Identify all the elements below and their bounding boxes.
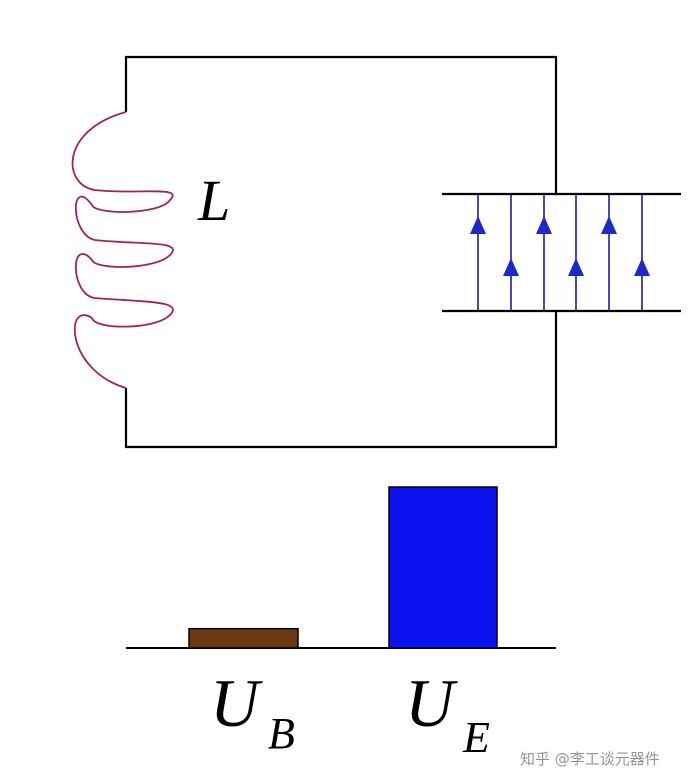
- energy-bars: [126, 486, 556, 649]
- electric-energy-label: U E: [405, 665, 490, 762]
- magnetic-energy-subscript: B: [268, 709, 295, 758]
- electric-energy-subscript: E: [462, 713, 490, 762]
- up-arrow-icon: [503, 258, 519, 276]
- up-arrow-icon: [470, 216, 486, 234]
- inductor-label: L: [197, 168, 230, 233]
- field-arrows: [470, 216, 650, 276]
- circuit-wire: [124, 55, 558, 449]
- electric-field-lines: [477, 195, 643, 310]
- magnetic-energy-label: U B: [210, 665, 295, 758]
- electric-energy-bar: [388, 486, 498, 649]
- up-arrow-icon: [634, 258, 650, 276]
- electric-energy-symbol: U: [405, 665, 458, 741]
- magnetic-energy-symbol: U: [210, 665, 263, 741]
- magnetic-energy-bar: [188, 627, 299, 649]
- inductor-coil: [71, 111, 174, 389]
- watermark: 知乎 @李工谈元器件: [520, 750, 660, 768]
- capacitor: [442, 192, 681, 313]
- up-arrow-icon: [568, 258, 584, 276]
- up-arrow-icon: [536, 216, 552, 234]
- up-arrow-icon: [601, 216, 617, 234]
